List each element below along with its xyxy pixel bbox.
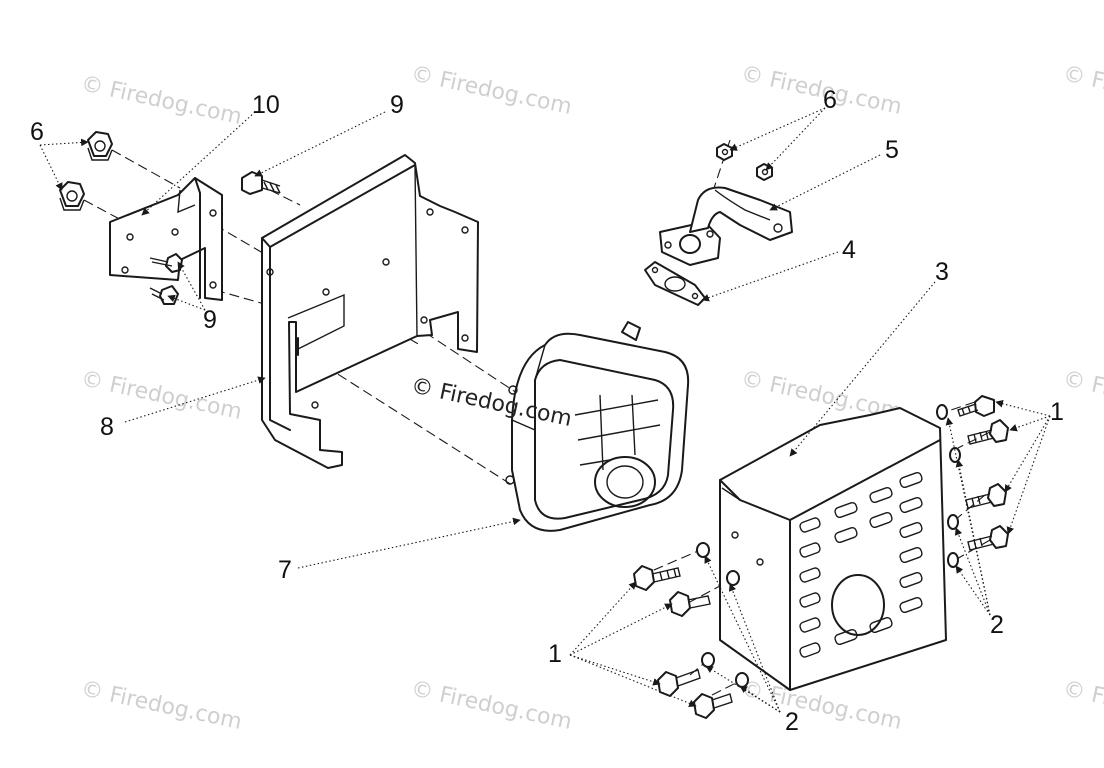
callout-3: 3 xyxy=(935,258,949,286)
bolt-part-1-right-b xyxy=(967,419,1009,445)
nut-part-6-lower xyxy=(59,181,85,211)
washer xyxy=(696,542,710,558)
callout-2-right: 2 xyxy=(990,611,1004,639)
callout-9-top: 9 xyxy=(390,91,404,119)
watermark: © Firedog.com xyxy=(409,676,574,734)
washer xyxy=(947,514,959,530)
callout-7: 7 xyxy=(278,556,292,584)
bolt-part-9-top xyxy=(241,171,281,195)
washers-part-2 xyxy=(696,404,961,688)
callout-1-right: 1 xyxy=(1050,398,1064,426)
callout-10: 10 xyxy=(252,91,280,119)
callout-9-bracket: 9 xyxy=(203,306,217,334)
watermark: © Firedog.com xyxy=(739,676,904,734)
watermark: © Firedog.com xyxy=(79,71,244,129)
callout-2-bottom: 2 xyxy=(785,708,799,736)
nut-part-6-top-a xyxy=(716,143,733,161)
watermark: © Firedog.com xyxy=(1061,366,1104,424)
callout-numbers: 6 10 9 9 8 7 6 5 4 3 1 2 1 2 xyxy=(30,86,1064,736)
washer xyxy=(947,552,959,568)
washer xyxy=(936,404,948,420)
watermark: © Firedog.com xyxy=(79,676,244,734)
callout-8: 8 xyxy=(100,413,114,441)
nut-part-6-upper xyxy=(87,131,113,161)
callout-1-left: 1 xyxy=(548,640,562,668)
washer xyxy=(735,672,749,688)
washer xyxy=(949,447,961,463)
bolt-part-1-right-a xyxy=(957,395,995,417)
watermark: © Firedog.com xyxy=(409,61,574,119)
bolt-part-1-left-d xyxy=(693,693,733,719)
bolt-part-1-right-c xyxy=(965,483,1007,509)
leader-lines xyxy=(39,107,1051,713)
small-bracket-part-10 xyxy=(109,177,223,301)
watermark: © Firedog.com xyxy=(1061,676,1104,734)
bolt-part-1-right-d xyxy=(967,525,1009,551)
cover-vent-slots xyxy=(799,471,923,658)
bolt-part-1-left-b xyxy=(669,591,711,617)
bolt-part-1-left-c xyxy=(657,669,701,697)
gasket-part-4 xyxy=(644,261,706,306)
callout-5: 5 xyxy=(885,136,899,164)
washer xyxy=(701,652,715,668)
washer xyxy=(726,570,740,586)
muffler-cover-part-3 xyxy=(719,407,947,691)
callout-4: 4 xyxy=(842,236,856,264)
muffler-part-7 xyxy=(505,321,690,532)
exhaust-pipe-part-5 xyxy=(659,186,793,266)
callout-6-top: 6 xyxy=(823,86,837,114)
bolt-part-9-bracket-b xyxy=(149,285,179,305)
main-bracket-part-8 xyxy=(261,154,479,469)
watermark: © Firedog.com xyxy=(1061,61,1104,119)
bolt-part-1-left-a xyxy=(633,565,681,591)
callout-6-left: 6 xyxy=(30,118,44,146)
